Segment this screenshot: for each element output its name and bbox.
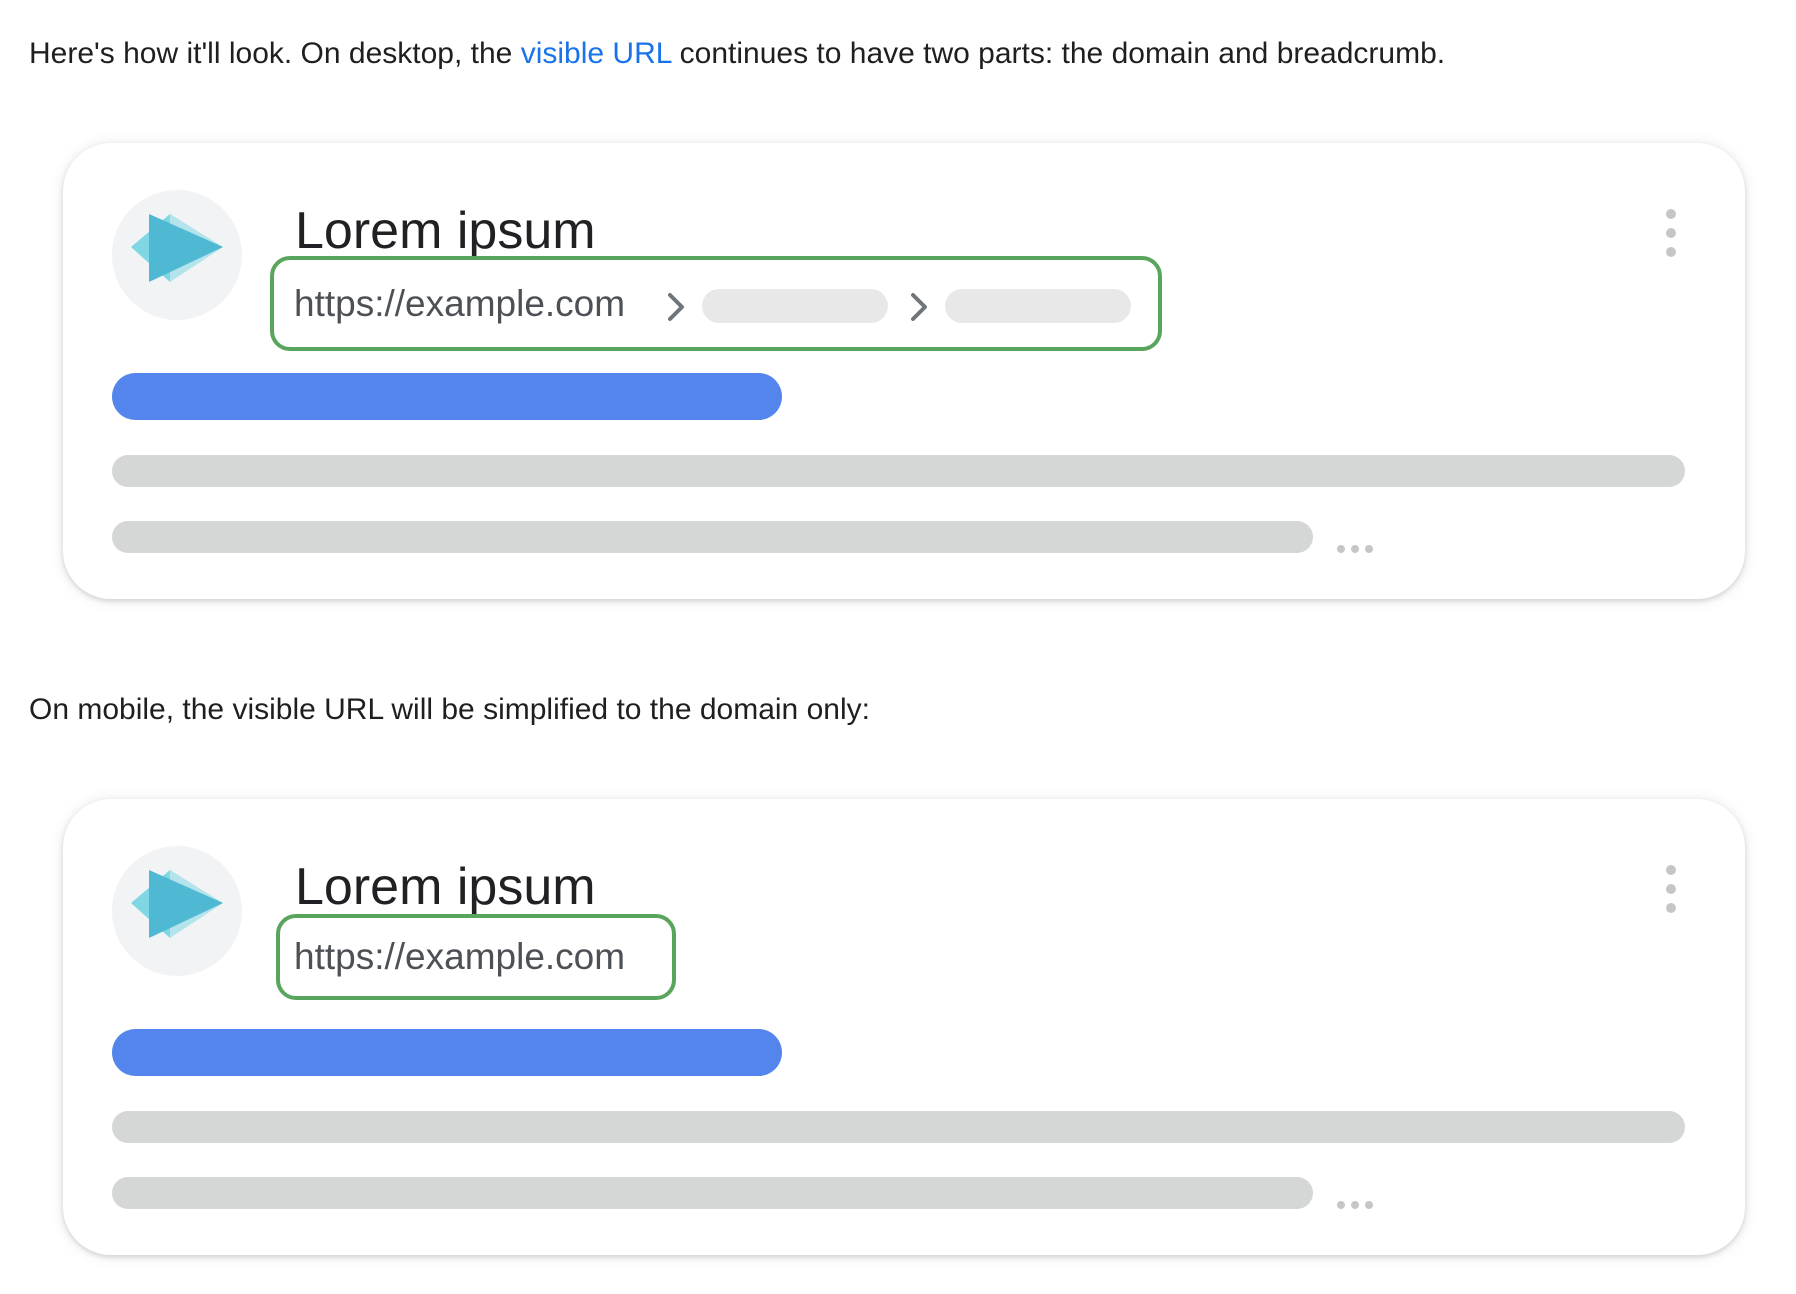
- more-vert-icon[interactable]: [1663, 863, 1679, 917]
- visible-url-highlight: [270, 256, 1162, 351]
- visible-url-link[interactable]: visible URL: [520, 37, 672, 70]
- intro-text-before-link: Here's how it'll look. On desktop, the: [29, 37, 521, 70]
- link-placeholder-bar: [112, 373, 782, 420]
- snippet-placeholder-line: [112, 455, 1685, 487]
- more-vert-icon[interactable]: [1663, 207, 1679, 261]
- intro-paragraph: Here's how it'll look. On desktop, the v…: [29, 34, 1445, 74]
- play-triangle-icon: [131, 870, 223, 938]
- result-url-domain[interactable]: https://example.com: [294, 283, 626, 324]
- link-placeholder-bar: [112, 1029, 782, 1076]
- snippet-placeholder-line: [112, 1177, 1313, 1209]
- chevron-right-icon: [911, 293, 927, 321]
- ellipsis-icon: [1335, 545, 1379, 555]
- mobile-result-card: Lorem ipsum https://example.com: [63, 799, 1745, 1255]
- intro-text-after-link: continues to have two parts: the domain …: [671, 37, 1446, 70]
- result-title[interactable]: Lorem ipsum: [295, 202, 596, 260]
- breadcrumb-placeholder: [945, 289, 1131, 323]
- snippet-placeholder-line: [112, 521, 1313, 553]
- result-url-domain[interactable]: https://example.com: [294, 936, 626, 977]
- mobile-intro-paragraph: On mobile, the visible URL will be simpl…: [29, 693, 870, 726]
- site-favicon: [112, 846, 242, 976]
- snippet-placeholder-line: [112, 1111, 1685, 1143]
- desktop-result-card: Lorem ipsum https://example.com: [63, 143, 1745, 599]
- breadcrumb-placeholder: [702, 289, 888, 323]
- result-title[interactable]: Lorem ipsum: [295, 858, 596, 916]
- visible-url-highlight: [276, 914, 676, 1000]
- play-triangle-icon: [131, 214, 223, 282]
- chevron-right-icon: [668, 293, 684, 321]
- site-favicon: [112, 190, 242, 320]
- ellipsis-icon: [1335, 1201, 1379, 1211]
